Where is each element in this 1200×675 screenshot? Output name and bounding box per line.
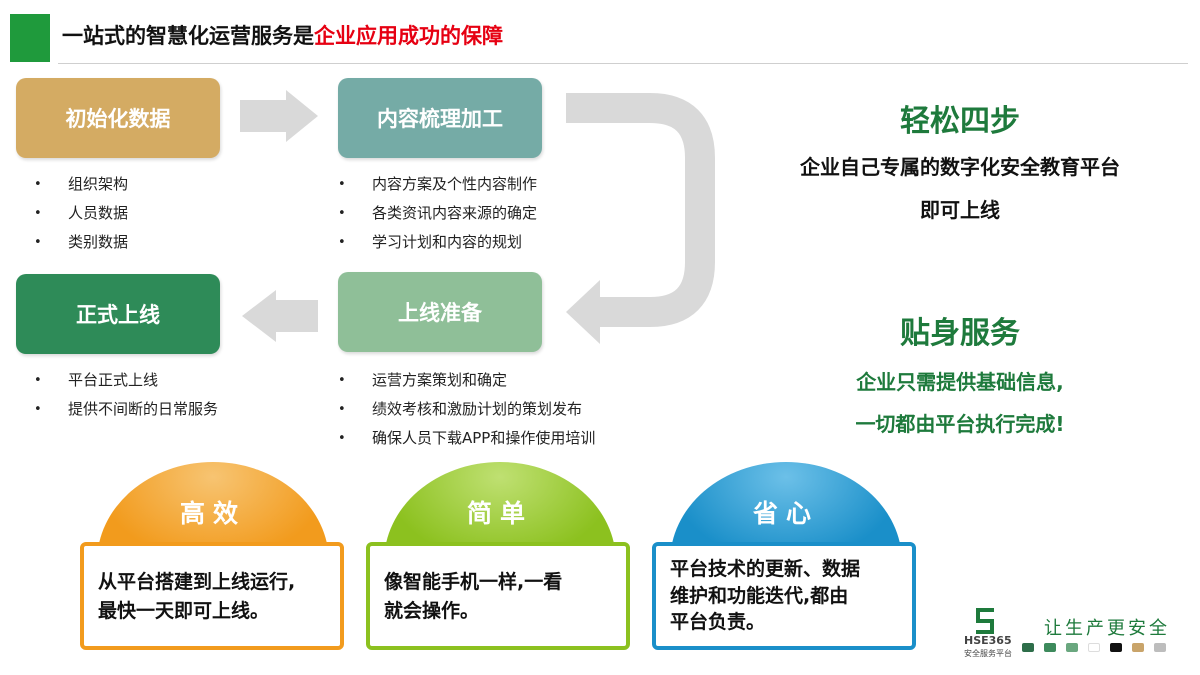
header-accent-square [10,14,50,62]
service-heading: 贴身服务 [900,316,1020,351]
brand-subtitle: 安全服务平台 [964,649,1012,658]
color-swatch [1154,643,1166,652]
step-content-processing-list: 内容方案及个性内容制作 各类资讯内容来源的确定 学习计划和内容的规划 [338,170,537,257]
card-efficient-line2: 最快一天即可上线。 [98,600,270,623]
service-line2: 一切都由平台执行完成! [855,412,1065,436]
step-go-live: 正式上线 [16,274,220,354]
service-line1: 企业只需提供基础信息, [856,370,1064,394]
page-title-highlight: 企业应用成功的保障 [314,24,503,48]
card-worry-free: 平台技术的更新、数据 维护和功能迭代,都由 平台负责。 [652,542,916,650]
card-efficient-title: 高效 [179,499,246,528]
header-divider [58,63,1188,64]
step-init-data-list: 组织架构 人员数据 类别数据 [34,170,128,257]
list-item: 人员数据 [34,199,128,228]
card-simple-title: 简单 [466,499,533,528]
list-item: 学习计划和内容的规划 [338,228,537,257]
card-simple-line1: 像智能手机一样,一看 [384,571,563,593]
loop-arrow-icon [566,93,715,327]
four-steps-line2: 即可上线 [920,198,1000,222]
color-swatch [1066,643,1078,652]
list-item: 绩效考核和激励计划的策划发布 [338,395,595,424]
list-item: 内容方案及个性内容制作 [338,170,537,199]
list-item: 运营方案策划和确定 [338,366,595,395]
step-launch-prep-list: 运营方案策划和确定 绩效考核和激励计划的策划发布 确保人员下载APP和操作使用培… [338,366,595,453]
card-worry-free-line2: 维护和功能迭代,都由 [670,584,849,607]
list-item: 各类资讯内容来源的确定 [338,199,537,228]
color-swatch [1132,643,1144,652]
step-init-data: 初始化数据 [16,78,220,158]
color-swatch [1044,643,1056,652]
step-go-live-list: 平台正式上线 提供不间断的日常服务 [34,366,218,424]
card-simple: 像智能手机一样,一看 就会操作。 [366,542,630,650]
card-worry-free-line3: 平台负责。 [670,611,766,634]
list-item: 平台正式上线 [34,366,218,395]
brand-logo-icon [976,608,994,634]
arrow-right-icon [240,90,318,142]
list-item: 组织架构 [34,170,128,199]
list-item: 提供不间断的日常服务 [34,395,218,424]
page-title-prefix: 一站式的智慧化运营服务是 [62,24,314,48]
four-steps-heading: 轻松四步 [900,104,1020,139]
card-efficient-line1: 从平台搭建到上线运行, [98,571,296,593]
brand-name: HSE365 [964,634,1012,647]
list-item: 确保人员下载APP和操作使用培训 [338,424,595,453]
card-worry-free-title: 省心 [752,499,819,528]
card-worry-free-line1: 平台技术的更新、数据 [670,558,861,580]
four-steps-line1: 企业自己专属的数字化安全教育平台 [800,155,1120,179]
step-content-processing: 内容梳理加工 [338,78,542,158]
arrow-left-icon [242,290,318,342]
step-launch-prep: 上线准备 [338,272,542,352]
color-swatch [1022,643,1034,652]
color-swatch [1088,643,1100,652]
card-efficient: 从平台搭建到上线运行, 最快一天即可上线。 [80,542,344,650]
color-swatch [1110,643,1122,652]
card-simple-line2: 就会操作。 [384,600,480,623]
page-title: 一站式的智慧化运营服务是企业应用成功的保障 [62,20,503,50]
brand-slogan: 让生产更安全 [1044,618,1170,639]
list-item: 类别数据 [34,228,128,257]
